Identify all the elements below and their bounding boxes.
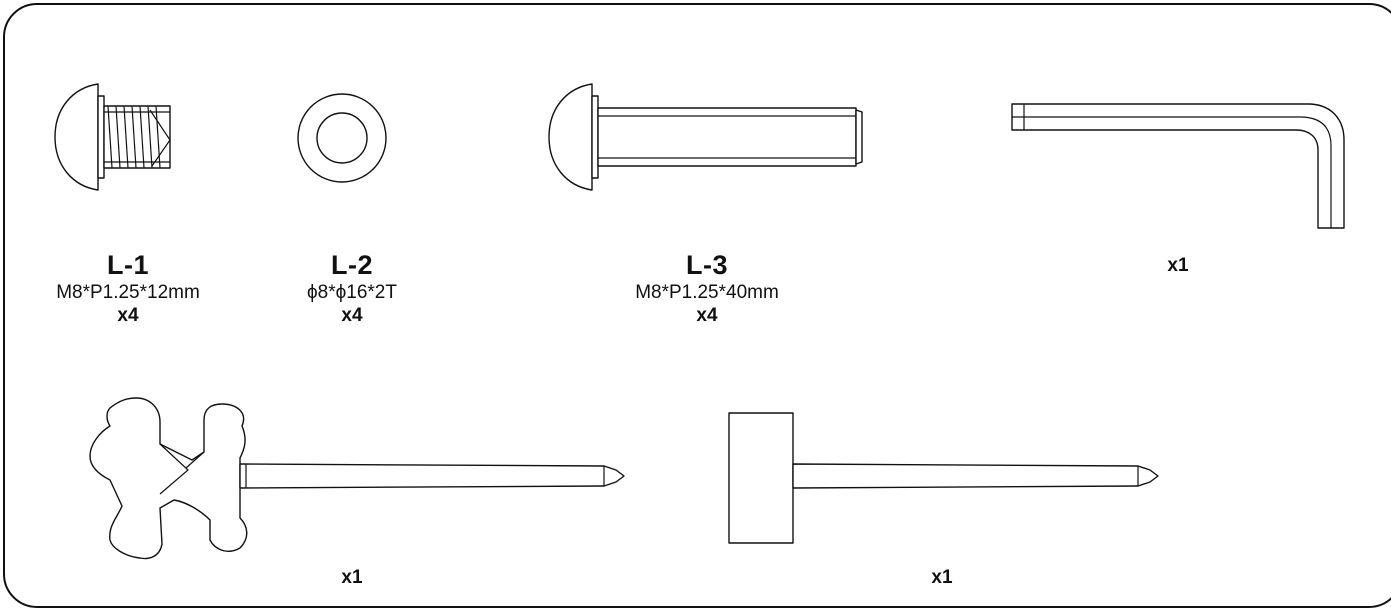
- washer-icon: [297, 93, 387, 183]
- multi-screwdriver-qty: x1: [341, 567, 363, 588]
- bolt-long-icon: [548, 83, 863, 191]
- part-qty: x4: [696, 305, 718, 326]
- part-code: L-2: [330, 250, 373, 280]
- t-screwdriver-icon: [728, 412, 1159, 544]
- hex-key-icon: [1011, 103, 1345, 229]
- diagram-frame: [3, 3, 1391, 608]
- part-label-l3: L-3 M8*P1.25*40mm x4: [635, 250, 779, 327]
- t-screwdriver-qty: x1: [931, 567, 953, 588]
- part-spec: ϕ8*ϕ16*2T: [307, 282, 397, 303]
- part-qty: x4: [117, 305, 139, 326]
- multi-screwdriver-icon: [89, 397, 625, 560]
- part-label-l1: L-1 M8*P1.25*12mm x4: [56, 250, 200, 327]
- hex-key-qty: x1: [1167, 255, 1189, 276]
- part-code: L-1: [107, 250, 149, 280]
- part-label-l2: L-2 ϕ8*ϕ16*2T x4: [307, 250, 397, 327]
- part-qty: x4: [341, 305, 363, 326]
- part-spec: M8*P1.25*40mm: [635, 282, 779, 303]
- part-code: L-3: [686, 250, 728, 280]
- bolt-short-icon: [54, 83, 171, 191]
- part-spec: M8*P1.25*12mm: [56, 282, 200, 303]
